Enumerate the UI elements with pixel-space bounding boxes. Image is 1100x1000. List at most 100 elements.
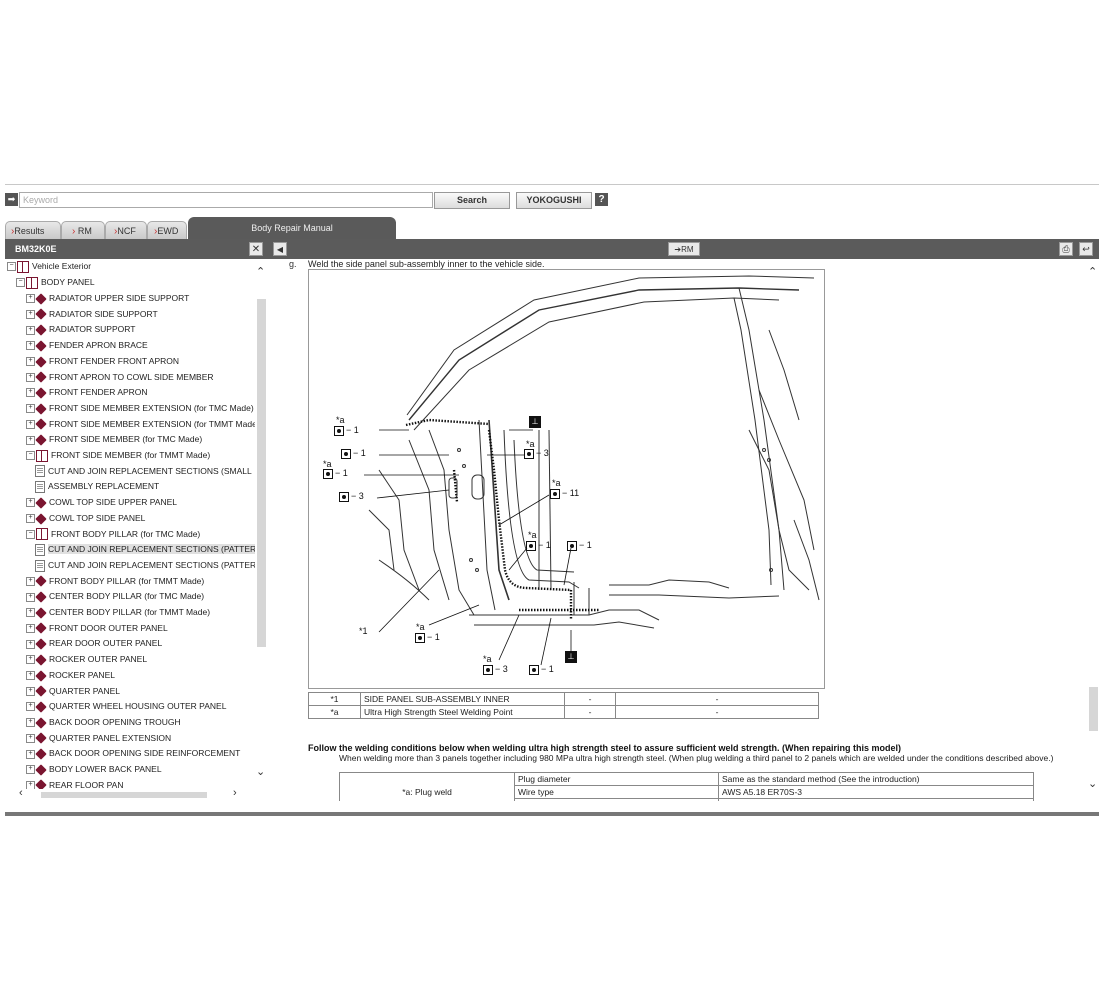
legend-desc: SIDE PANEL SUB-ASSEMBLY INNER <box>360 692 565 706</box>
tree-item[interactable]: +REAR DOOR OUTER PANEL <box>26 636 162 650</box>
expand-icon[interactable]: + <box>26 733 35 743</box>
expand-icon[interactable]: + <box>26 372 35 382</box>
help-icon[interactable]: ? <box>595 193 608 206</box>
tree-item-label: REAR FLOOR PAN <box>49 779 124 789</box>
collapse-icon[interactable]: − <box>7 262 16 272</box>
tree-item[interactable]: +BODY LOWER BACK PANEL <box>26 762 162 776</box>
tree-item[interactable]: + FRONT APRON TO COWL SIDE MEMBER <box>26 370 214 384</box>
tree-item[interactable]: +RADIATOR SUPPORT <box>26 322 135 336</box>
tree-item[interactable]: +QUARTER PANEL <box>26 684 120 698</box>
expand-icon[interactable]: + <box>26 749 35 759</box>
tree-item[interactable]: +FRONT FENDER APRON <box>26 385 148 399</box>
expand-icon[interactable]: + <box>26 780 35 789</box>
weld-point-icon <box>529 664 539 675</box>
tree-item[interactable]: +FENDER APRON BRACE <box>26 338 148 352</box>
tree-item[interactable]: +FRONT BODY PILLAR (for TMMT Made) <box>26 574 204 588</box>
expand-icon[interactable]: + <box>26 419 35 429</box>
expand-icon[interactable]: + <box>26 341 35 351</box>
expand-icon[interactable]: + <box>26 498 35 508</box>
table-row: Wire type AWS A5.18 ER70S-3 <box>340 785 1034 799</box>
tree-item[interactable]: +FRONT DOOR OUTER PANEL <box>26 621 168 635</box>
tree-item[interactable]: +RADIATOR UPPER SIDE SUPPORT <box>26 291 189 305</box>
expand-icon[interactable]: + <box>26 388 35 398</box>
expand-icon[interactable]: + <box>26 514 35 524</box>
collapse-icon[interactable]: − <box>26 529 35 539</box>
tree-section[interactable]: −BODY PANEL <box>16 275 95 289</box>
collapse-icon[interactable]: − <box>26 451 35 461</box>
tab-ncf[interactable]: ›NCF <box>105 221 147 239</box>
tree-item[interactable]: +QUARTER WHEEL HOUSING OUTER PANEL <box>26 699 226 713</box>
tree-item[interactable]: +BACK DOOR OPENING TROUGH <box>26 715 181 729</box>
tree-item[interactable]: CUT AND JOIN REPLACEMENT SECTIONS (SMALL <box>35 464 252 478</box>
collapse-icon[interactable]: − <box>16 278 25 288</box>
scroll-thumb[interactable] <box>257 299 266 647</box>
tab-rm[interactable]: › RM <box>61 221 105 239</box>
scroll-up-icon[interactable]: ⌃ <box>256 266 266 278</box>
tree-item[interactable]: +ROCKER PANEL <box>26 668 115 682</box>
back-icon[interactable]: ↩ <box>1079 242 1093 256</box>
expand-icon[interactable]: + <box>26 623 35 633</box>
tree-item[interactable]: +COWL TOP SIDE UPPER PANEL <box>26 495 177 509</box>
expand-icon[interactable]: + <box>26 686 35 696</box>
book-icon <box>35 607 47 619</box>
tree-item[interactable]: ASSEMBLY REPLACEMENT <box>35 479 159 494</box>
tab-results[interactable]: ›Results <box>5 221 61 239</box>
close-icon[interactable]: ✕ <box>249 242 263 256</box>
open-book-icon <box>36 449 48 462</box>
scroll-down-icon[interactable]: ⌄ <box>256 766 266 778</box>
expand-icon[interactable]: + <box>26 655 35 665</box>
tree-root[interactable]: −Vehicle Exterior <box>7 259 91 273</box>
search-button[interactable]: Search <box>434 192 510 209</box>
scroll-left-icon[interactable]: ‹ <box>19 787 23 799</box>
tree-item[interactable]: +FRONT SIDE MEMBER EXTENSION (for TMMT M… <box>26 417 255 431</box>
tab-ewd[interactable]: ›EWD <box>147 221 187 239</box>
scroll-down-icon[interactable]: ⌄ <box>1088 778 1098 790</box>
go-to-rm-button[interactable]: ➔RM <box>668 242 700 256</box>
expand-icon[interactable]: + <box>26 718 35 728</box>
tree-item[interactable]: + REAR FLOOR PAN <box>26 778 123 789</box>
scroll-up-icon[interactable]: ⌃ <box>1088 266 1098 278</box>
expand-icon[interactable]: + <box>26 435 35 445</box>
tree-item[interactable]: CUT AND JOIN REPLACEMENT SECTIONS (PATTE… <box>35 558 255 572</box>
expand-icon[interactable]: + <box>26 639 35 649</box>
callout-number: 3 <box>543 448 549 458</box>
expand-icon[interactable]: + <box>26 357 35 367</box>
expand-icon[interactable]: + <box>26 671 35 681</box>
tab-body-repair-manual[interactable]: Body Repair Manual <box>188 217 396 239</box>
scroll-right-icon[interactable]: › <box>233 787 237 799</box>
yokogushi-button[interactable]: YOKOGUSHI <box>516 192 592 209</box>
tree-item[interactable]: +BACK DOOR OPENING SIDE REINFORCEMENT <box>26 746 240 760</box>
tree-vertical-scrollbar[interactable]: ⌃ ⌄ <box>255 265 268 778</box>
expand-icon[interactable]: + <box>26 608 35 618</box>
tree-item[interactable]: +CENTER BODY PILLAR (for TMC Made) <box>26 589 204 603</box>
scroll-thumb[interactable] <box>1089 687 1098 731</box>
tree-item[interactable]: +RADIATOR SIDE SUPPORT <box>26 307 158 321</box>
expand-icon[interactable]: + <box>26 309 35 319</box>
table-row: *a Ultra High Strength Steel Welding Poi… <box>308 705 819 719</box>
tree-item[interactable]: −FRONT SIDE MEMBER (for TMMT Made) <box>26 448 210 462</box>
scroll-thumb[interactable] <box>41 792 207 798</box>
tree-item-label: FRONT APRON TO COWL SIDE MEMBER <box>49 371 214 382</box>
tree-item[interactable]: +CENTER BODY PILLAR (for TMMT Made) <box>26 605 210 619</box>
expand-icon[interactable]: + <box>26 294 35 304</box>
tree-item[interactable]: +QUARTER PANEL EXTENSION <box>26 731 171 745</box>
expand-icon[interactable]: + <box>26 404 35 414</box>
tree-item[interactable]: +FRONT FENDER FRONT APRON <box>26 354 179 368</box>
tree-item[interactable]: CUT AND JOIN REPLACEMENT SECTIONS (PATTE… <box>35 542 255 556</box>
tree-item[interactable]: +COWL TOP SIDE PANEL <box>26 511 145 525</box>
tree-item[interactable]: +FRONT SIDE MEMBER (for TMC Made) <box>26 432 202 446</box>
expand-icon[interactable]: + <box>26 576 35 586</box>
expand-icon[interactable]: + <box>26 765 35 775</box>
expand-icon[interactable]: + <box>26 702 35 712</box>
tree-item[interactable]: −FRONT BODY PILLAR (for TMC Made) <box>26 527 200 541</box>
tree-item[interactable]: +ROCKER OUTER PANEL <box>26 652 147 666</box>
tree-horizontal-scrollbar[interactable]: ‹ › <box>5 787 255 801</box>
book-icon <box>35 764 47 776</box>
keyword-input[interactable] <box>19 192 433 208</box>
collapse-pane-icon[interactable]: ◀ <box>273 242 287 256</box>
content-vertical-scrollbar[interactable]: ⌃ ⌄ <box>1087 265 1099 795</box>
expand-icon[interactable]: + <box>26 325 35 335</box>
tree-item[interactable]: +FRONT SIDE MEMBER EXTENSION (for TMC Ma… <box>26 401 254 415</box>
expand-icon[interactable]: + <box>26 592 35 602</box>
print-icon[interactable]: ⎙ <box>1059 242 1073 256</box>
